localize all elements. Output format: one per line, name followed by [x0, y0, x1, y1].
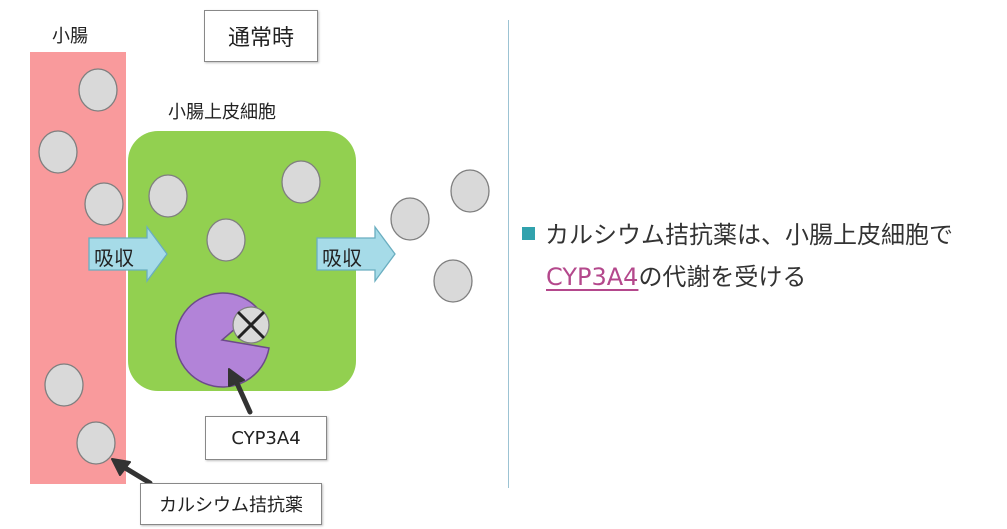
drug-callout: カルシウム拮抗薬 — [140, 483, 322, 525]
intestine-label: 小腸 — [52, 26, 88, 47]
enzyme-pointer-arrow — [233, 378, 253, 415]
note-line-1: カルシウム拮抗薬は、小腸上皮細胞で — [522, 214, 953, 256]
condition-title: 通常時 — [204, 10, 318, 62]
drug-molecule — [44, 363, 84, 407]
section-divider — [508, 20, 509, 488]
drug-molecule — [78, 68, 118, 112]
drug-molecule — [450, 169, 490, 213]
drug-molecule — [76, 421, 116, 465]
drug-molecule — [148, 174, 188, 218]
bullet-icon — [522, 227, 535, 240]
drug-molecule — [38, 130, 78, 174]
epithelium-label: 小腸上皮細胞 — [168, 102, 276, 123]
cyp3a4-callout: CYP3A4 — [205, 416, 327, 460]
cross-mark-icon — [237, 311, 265, 339]
absorb-arrow-1 — [88, 225, 168, 283]
drug-molecule — [433, 259, 473, 303]
absorb-label-2: 吸収 — [322, 246, 362, 270]
cyp3a4-highlight: CYP3A4 — [546, 263, 639, 291]
drug-molecule — [84, 182, 124, 226]
absorb-arrow-2 — [316, 225, 396, 283]
drug-molecule — [390, 197, 430, 241]
drug-molecule — [281, 160, 321, 204]
explanation-note: カルシウム拮抗薬は、小腸上皮細胞で CYP3A4の代謝を受ける — [522, 214, 953, 298]
drug-molecule — [206, 218, 246, 262]
note-line-2: CYP3A4の代謝を受ける — [546, 263, 807, 291]
absorb-label-1: 吸収 — [94, 246, 134, 270]
drug-pointer-arrow — [119, 463, 153, 486]
